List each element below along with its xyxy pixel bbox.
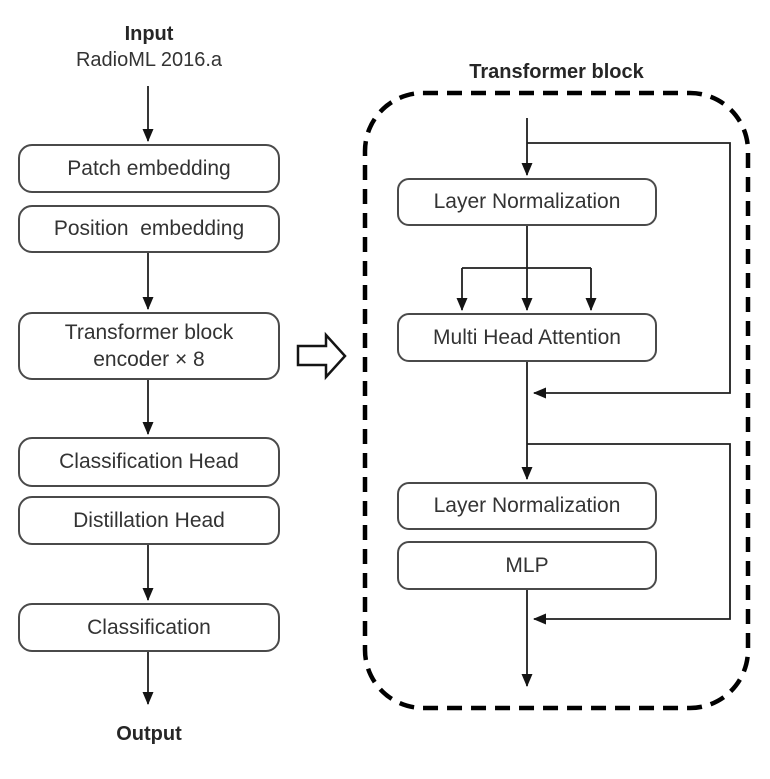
node-multi-head-attention: Multi Head Attention xyxy=(397,313,657,362)
node-classification-head: Classification Head xyxy=(18,437,280,487)
residual-connection-2 xyxy=(527,443,731,625)
transformer-block-dashed-border xyxy=(362,90,751,711)
node-patch-embedding: Patch embedding xyxy=(18,144,280,193)
node-distillation-head: Distillation Head xyxy=(18,496,280,545)
node-label: Classification xyxy=(87,615,211,639)
node-label: Layer Normalization xyxy=(433,494,621,518)
qkv-split-line xyxy=(462,226,591,269)
transformer-block-title: Transformer block xyxy=(469,61,644,83)
node-label: Patch embedding xyxy=(67,156,231,180)
node-layer-normalization-2: Layer Normalization xyxy=(397,482,657,530)
node-label: Layer Normalization xyxy=(433,190,621,214)
node-label: Classification Head xyxy=(59,450,239,474)
residual-connection-1 xyxy=(527,142,731,399)
output-title: Output xyxy=(116,723,182,745)
right-block-arrow-icon xyxy=(296,331,347,381)
node-label: Distillation Head xyxy=(73,508,225,532)
input-dataset-label: RadioML 2016.a xyxy=(75,49,223,71)
node-layer-normalization-1: Layer Normalization xyxy=(397,178,657,226)
node-label: Transformer block encoder × 8 xyxy=(64,320,234,371)
node-label: Multi Head Attention xyxy=(433,325,621,349)
node-position-embedding: Position embedding xyxy=(18,205,280,253)
node-classification: Classification xyxy=(18,603,280,652)
node-label: MLP xyxy=(505,553,549,577)
node-transformer-encoder: Transformer block encoder × 8 xyxy=(18,312,280,380)
input-title: Input xyxy=(124,23,174,45)
node-label: Position embedding xyxy=(53,217,245,241)
node-mlp: MLP xyxy=(397,541,657,590)
